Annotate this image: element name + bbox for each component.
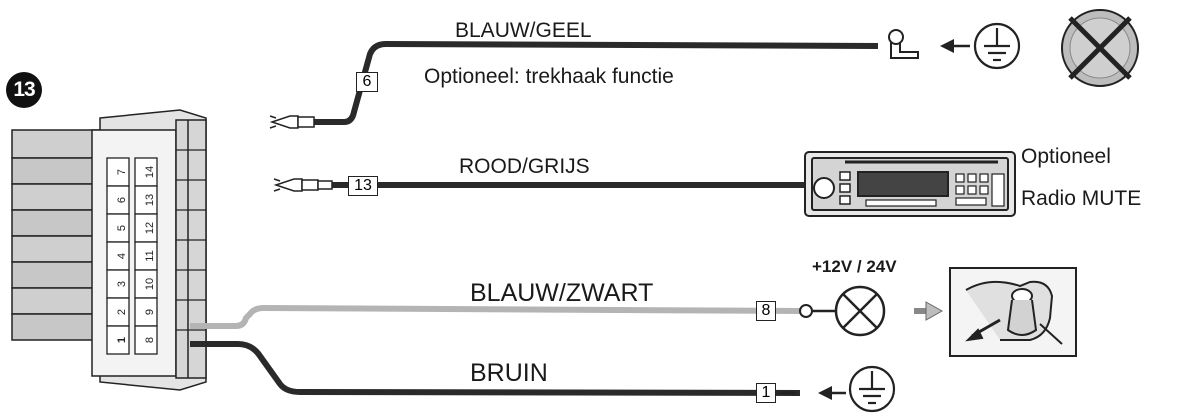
pin-label: 14 <box>144 166 156 178</box>
wire-label-rood-grijs: ROOD/GRIJS <box>459 155 590 178</box>
wire-blauw-zwart <box>190 304 801 329</box>
connector-icon <box>11 109 207 391</box>
pin-label: 5 <box>116 225 128 231</box>
wire-bruin <box>190 341 801 396</box>
handbrake-icon <box>949 267 1077 357</box>
wire-terminal-icon <box>269 115 315 129</box>
wire-label-blauw-zwart: BLAUW/ZWART <box>470 279 654 307</box>
arrow-right-icon <box>914 301 944 321</box>
pin-label: 1 <box>116 337 128 343</box>
pin-label: 6 <box>116 197 128 203</box>
pin-label: 8 <box>144 337 156 343</box>
pin-label: 4 <box>116 253 128 259</box>
lamp-voltage-label: +12V / 24V <box>812 257 897 276</box>
pin-tag-blauw-zwart: 8 <box>756 301 776 321</box>
pin-label: 10 <box>144 278 156 290</box>
wire-note-blauw-geel: Optioneel: trekhaak functie <box>424 65 674 88</box>
warning-lamp-icon <box>834 285 886 337</box>
arrow-left-icon <box>940 39 970 53</box>
pin-tag-blauw-geel: 6 <box>356 72 378 92</box>
radio-label-line2: Radio MUTE <box>1021 187 1142 210</box>
pin-tag-bruin: 1 <box>756 383 776 403</box>
wire-end-ring <box>799 304 813 318</box>
crossed-out-circle-icon <box>1061 9 1139 87</box>
pin-label: 11 <box>144 250 156 261</box>
pin-label: 7 <box>116 169 128 175</box>
tow-hitch-icon <box>888 29 919 59</box>
radio-label-line1: Optioneel <box>1021 145 1111 168</box>
car-radio-icon <box>804 151 1016 217</box>
wire-label-blauw-geel: BLAUW/GEEL <box>455 19 592 42</box>
pin-label: 9 <box>144 309 156 315</box>
wire-label-bruin: BRUIN <box>470 359 548 387</box>
pin-tag-rood-grijs: 13 <box>348 176 378 196</box>
pin-label: 3 <box>116 281 128 287</box>
wire-terminal-icon <box>273 178 333 192</box>
pin-label: 2 <box>116 309 128 315</box>
pin-label: 12 <box>144 222 156 234</box>
ground-icon <box>848 365 896 413</box>
connector-pin-labels: 7 6 5 4 3 2 1 14 13 12 11 10 9 8 <box>116 166 156 343</box>
arrow-left-icon <box>818 386 846 400</box>
ground-icon <box>973 22 1021 70</box>
connector-number-badge: 13 <box>6 72 42 108</box>
pin-label: 13 <box>144 194 156 206</box>
